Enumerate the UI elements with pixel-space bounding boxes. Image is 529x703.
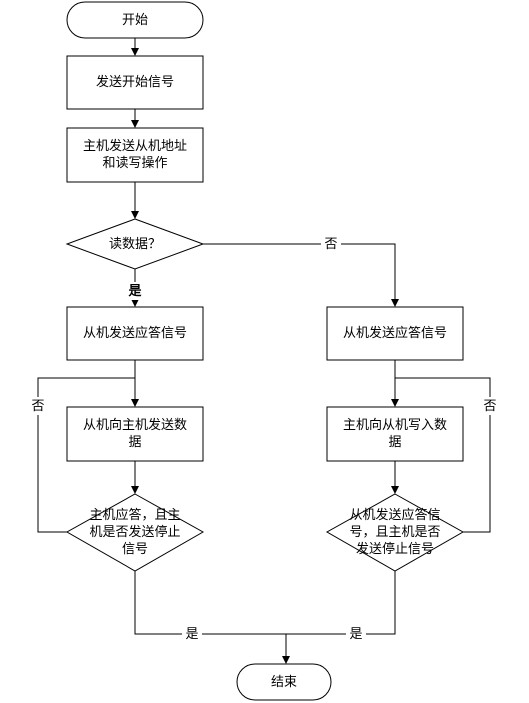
edge-left-yes: [134, 571, 286, 635]
send-start-box: [66, 55, 204, 110]
end-terminal: [236, 663, 332, 701]
master-to-slave-label: 主机向从机写入数 据: [342, 418, 447, 450]
master-send-addr-label: 主机发送从机地址 和读写操作: [82, 139, 187, 171]
master-send-addr-box: [66, 127, 204, 183]
edge-label-left-yes: 是: [182, 625, 202, 643]
slave-ack-right-label: 从机发送应答信号: [342, 326, 447, 341]
left-stop-decision-label: 主机应答，且主 机是否发送停止 信号: [89, 508, 181, 557]
slave-ack-left-box: [66, 306, 204, 361]
edge-right-loop-no: [395, 377, 491, 533]
edge-label-left-loop-no: 否: [28, 397, 48, 415]
edge-label-right-yes: 是: [346, 625, 366, 643]
slave-to-master-label: 从机向主机发送数 据: [82, 418, 187, 450]
end-label: 结束: [270, 674, 297, 690]
send-start-label: 发送开始信号: [95, 75, 174, 90]
slave-to-master-box: [66, 406, 204, 462]
edge-left-loop-no: [37, 377, 135, 533]
edge-label-read-yes: 是: [125, 282, 145, 300]
right-stop-decision-label: 从机发送应答信 号，且主机是否 发送停止信号: [349, 508, 441, 557]
edge-label-right-loop-no: 否: [480, 397, 500, 415]
master-to-slave-box: [326, 406, 464, 462]
read-data-decision-label: 读数据？: [108, 236, 161, 252]
edge-label-read-no: 否: [321, 235, 341, 253]
start-label: 开始: [121, 12, 148, 28]
edge-decision-no: [203, 243, 399, 307]
slave-ack-left-label: 从机发送应答信号: [82, 326, 187, 341]
edge-right-yes: [286, 571, 396, 635]
